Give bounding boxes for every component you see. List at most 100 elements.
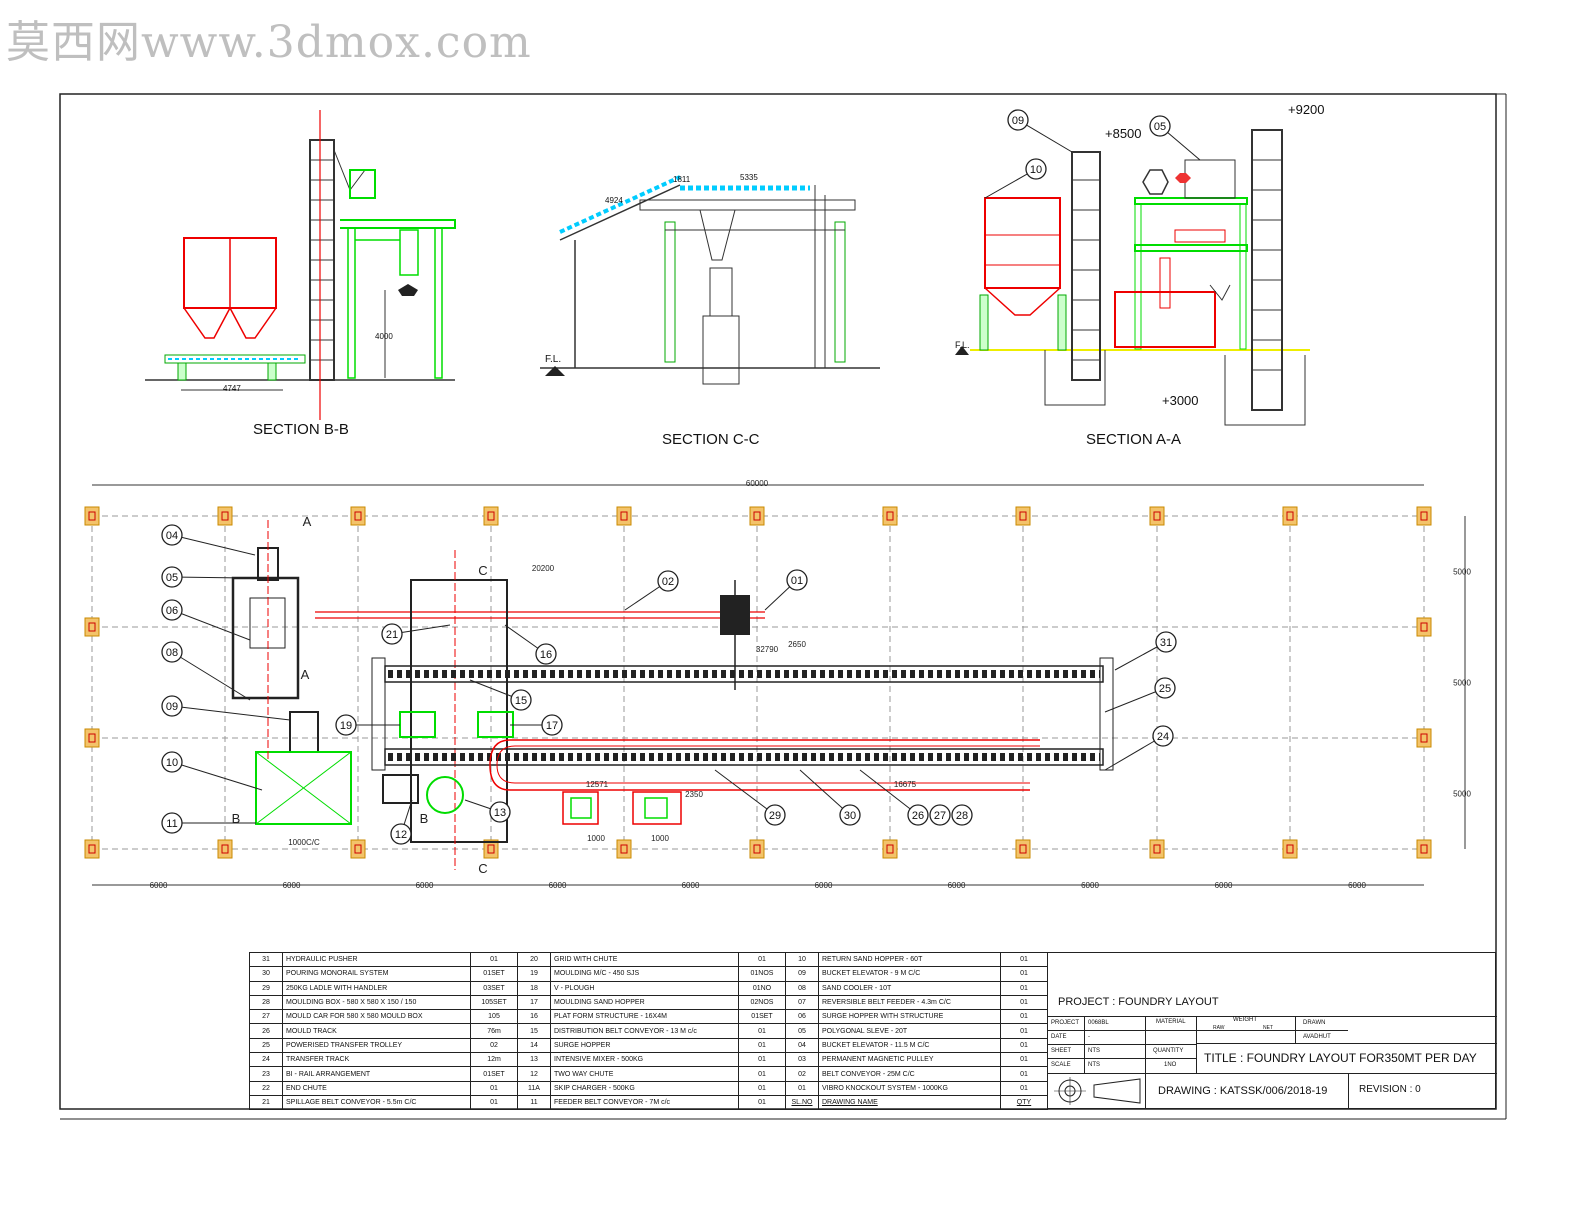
bom-cell: 01 (1000, 951, 1048, 968)
section-marker: C (478, 861, 487, 876)
svg-text:11: 11 (166, 818, 177, 830)
svg-text:24: 24 (1157, 731, 1169, 743)
column-marker (217, 506, 233, 526)
bom-cell: 01 (738, 1094, 786, 1111)
column-marker (1282, 839, 1298, 859)
item-balloon: 26 (859, 769, 929, 826)
internal-dim: 1000C/C (288, 838, 320, 847)
tb-label: PROJECT (1051, 1020, 1080, 1026)
floor-label: F.L. (955, 340, 970, 350)
bom-cell: 14 (517, 1037, 551, 1054)
column-marker (1416, 506, 1432, 526)
overall-dim: 60000 (746, 479, 769, 488)
bom-cell: 01SET (738, 1009, 786, 1025)
column-marker (483, 506, 499, 526)
column-marker (616, 839, 632, 859)
bay-dim: 6000 (283, 881, 301, 890)
bom-cell: 01 (1000, 980, 1048, 996)
bom-cell: REVERSIBLE BELT FEEDER - 4.3m C/C (818, 994, 1001, 1011)
bom-cell: HYDRAULIC PUSHER (282, 951, 471, 968)
section-a-a-title: SECTION A-A (1086, 431, 1182, 448)
item-balloon: 28 (951, 804, 973, 826)
bom-cell: 02NOS (738, 994, 786, 1011)
bom-cell: 27 (249, 1009, 283, 1025)
bom-cell: 01 (470, 1094, 518, 1111)
internal-dim: 2650 (788, 640, 806, 649)
bom-cell: POWERISED TRANSFER TROLLEY (282, 1037, 471, 1054)
svg-text:17: 17 (546, 720, 558, 732)
item-balloon: 15 (469, 679, 532, 711)
bom-cell: MOULD TRACK (282, 1023, 471, 1039)
weight-label: WEIGHT (1233, 1017, 1257, 1023)
drawn-label: DRAWN (1303, 1020, 1326, 1026)
item-balloon: 02 (624, 570, 679, 611)
bom-cell: 01 (1000, 1080, 1048, 1096)
bom-cell: 03 (785, 1052, 819, 1068)
section-marker: B (420, 811, 429, 826)
section-marker: A (303, 514, 312, 529)
bom-cell: 26 (249, 1023, 283, 1039)
svg-text:21: 21 (386, 629, 398, 641)
side-dim: 5000 (1453, 679, 1471, 688)
level-label: +8500 (1105, 126, 1142, 141)
bom-cell: 105 (470, 1009, 518, 1025)
level-label: +3000 (1162, 393, 1199, 408)
svg-text:29: 29 (769, 810, 781, 822)
svg-text:08: 08 (166, 647, 178, 659)
column-marker (1015, 506, 1031, 526)
item-balloon: 13 (464, 799, 511, 823)
bom-cell: DRAWING NAME (818, 1094, 1001, 1111)
bom-cell: 01 (738, 1080, 786, 1096)
svg-text:12: 12 (395, 829, 407, 841)
column-marker (84, 728, 100, 748)
bom-cell: BUCKET ELEVATOR - 9 M C/C (818, 966, 1001, 982)
bom-cell: 01 (1000, 1052, 1048, 1068)
side-dim: 5000 (1453, 790, 1471, 799)
item-balloon: 29 (714, 769, 786, 826)
drawn-by: AVADHUT (1303, 1034, 1331, 1040)
tb-value: 0068BL (1088, 1020, 1109, 1026)
dim-label: 5335 (740, 173, 758, 182)
internal-dim: 1000 (587, 834, 605, 843)
bay-dim: 6000 (682, 881, 700, 890)
bom-cell: TWO WAY CHUTE (550, 1066, 739, 1082)
bom-cell: 01 (1000, 1023, 1048, 1039)
bay-dim: 6000 (815, 881, 833, 890)
column-marker (1015, 839, 1031, 859)
column-marker (1282, 506, 1298, 526)
section-c-c (540, 175, 880, 385)
svg-text:19: 19 (340, 720, 352, 732)
bom-cell: BUCKET ELEVATOR - 11.5 M C/C (818, 1037, 1001, 1054)
item-balloon: 17 (510, 714, 563, 736)
tb-value: NTS (1088, 1062, 1100, 1068)
bom-cell: 21 (249, 1094, 283, 1111)
bom-cell: 250KG LADLE WITH HANDLER (282, 980, 471, 996)
dim-label: 4747 (223, 384, 241, 393)
item-balloon: 25 (1104, 677, 1176, 713)
plan-view (84, 484, 1466, 886)
item-balloon: 09 (1007, 109, 1073, 153)
bom-cell: 01NO (738, 980, 786, 996)
dim-label: 4924 (605, 196, 623, 205)
level-label: +9200 (1288, 102, 1325, 117)
bom-cell: 01 (470, 1080, 518, 1096)
column-marker (749, 506, 765, 526)
svg-text:31: 31 (1160, 637, 1172, 649)
bay-dim: 6000 (549, 881, 567, 890)
column-marker (84, 506, 100, 526)
bom-cell: END CHUTE (282, 1080, 471, 1096)
weight-raw: RAW (1213, 1025, 1225, 1031)
watermark: 莫西网www.3dmox.com (6, 17, 532, 68)
bom-cell: 01 (738, 951, 786, 968)
section-b-b-title: SECTION B-B (253, 421, 349, 438)
column-marker (882, 839, 898, 859)
column-marker (84, 617, 100, 637)
bom-cell: 01 (785, 1080, 819, 1096)
bom-cell: SURGE HOPPER (550, 1037, 739, 1054)
floor-label: F.L. (545, 354, 562, 365)
